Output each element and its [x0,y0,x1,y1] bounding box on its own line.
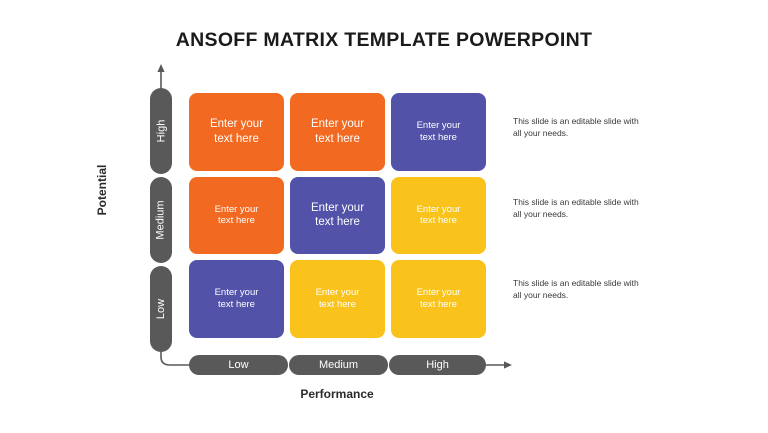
axis-origin-elbow [160,352,189,366]
note-row-high: This slide is an editable slide with all… [513,115,641,140]
matrix-cell-label: Enter your text here [310,118,365,145]
matrix-cell-high-medium[interactable]: Enter your text here [290,93,385,171]
note-line: This slide is an editable [513,197,602,207]
matrix-cell-label: Enter your text here [214,287,259,311]
x-axis-tick-medium[interactable]: Medium [289,355,388,375]
y-axis-tick-high-label: High [155,119,167,143]
note-row-low: This slide is an editable slide with all… [513,277,641,302]
matrix-cell-low-high[interactable]: Enter your text here [391,260,486,338]
matrix-cell-medium-medium[interactable]: Enter your text here [290,176,385,255]
matrix-grid: Enter your text here Enter your text her… [189,93,486,338]
page-title: ANSOFF MATRIX TEMPLATE POWERPOINT [175,29,593,51]
note-line: This slide is an editable [513,278,602,288]
matrix-cell-high-high[interactable]: Enter your text here [391,93,486,171]
matrix-cell-label: Enter your text here [416,287,461,311]
note-line: This slide is an editable [513,116,602,126]
x-axis-tick-high-label: High [426,359,449,371]
y-axis-tick-medium-label: Medium [155,200,167,240]
x-axis-title: Performance [300,387,374,401]
matrix-cell-low-medium[interactable]: Enter your text here [290,260,385,338]
matrix-cell-label: Enter your text here [416,119,461,143]
x-axis-tick-medium-label: Medium [318,359,359,371]
y-axis-tick-low-label: Low [155,298,167,320]
x-axis-tick-low[interactable]: Low [189,355,288,375]
note-line: slide with all your needs. [513,197,639,220]
x-axis-arrow-icon [504,361,512,369]
y-axis-title: Potential [95,164,109,216]
x-axis-tick-high[interactable]: High [389,355,486,375]
matrix-cell-medium-low[interactable]: Enter your text here [189,176,284,255]
matrix-cell-label: Enter your text here [209,118,264,145]
y-axis-tick-medium[interactable]: Medium [150,177,172,263]
y-axis-arrow-icon [157,64,165,72]
matrix-cell-high-low[interactable]: Enter your text here [189,93,284,171]
note-line: slide with all your needs. [513,116,639,139]
x-axis-tick-low-label: Low [228,359,249,371]
matrix-cell-label: Enter your text here [315,287,360,311]
matrix-cell-label: Enter your text here [416,203,461,227]
y-axis-tick-low[interactable]: Low [150,266,172,352]
y-axis-tick-high[interactable]: High [150,88,172,174]
matrix-cell-low-low[interactable]: Enter your text here [189,260,284,338]
note-line: slide with all your needs. [513,278,639,301]
matrix-cell-medium-high[interactable]: Enter your text here [391,176,486,255]
note-row-medium: This slide is an editable slide with all… [513,196,641,221]
matrix-cell-label: Enter your text here [214,203,259,227]
matrix-cell-label: Enter your text here [310,202,365,229]
